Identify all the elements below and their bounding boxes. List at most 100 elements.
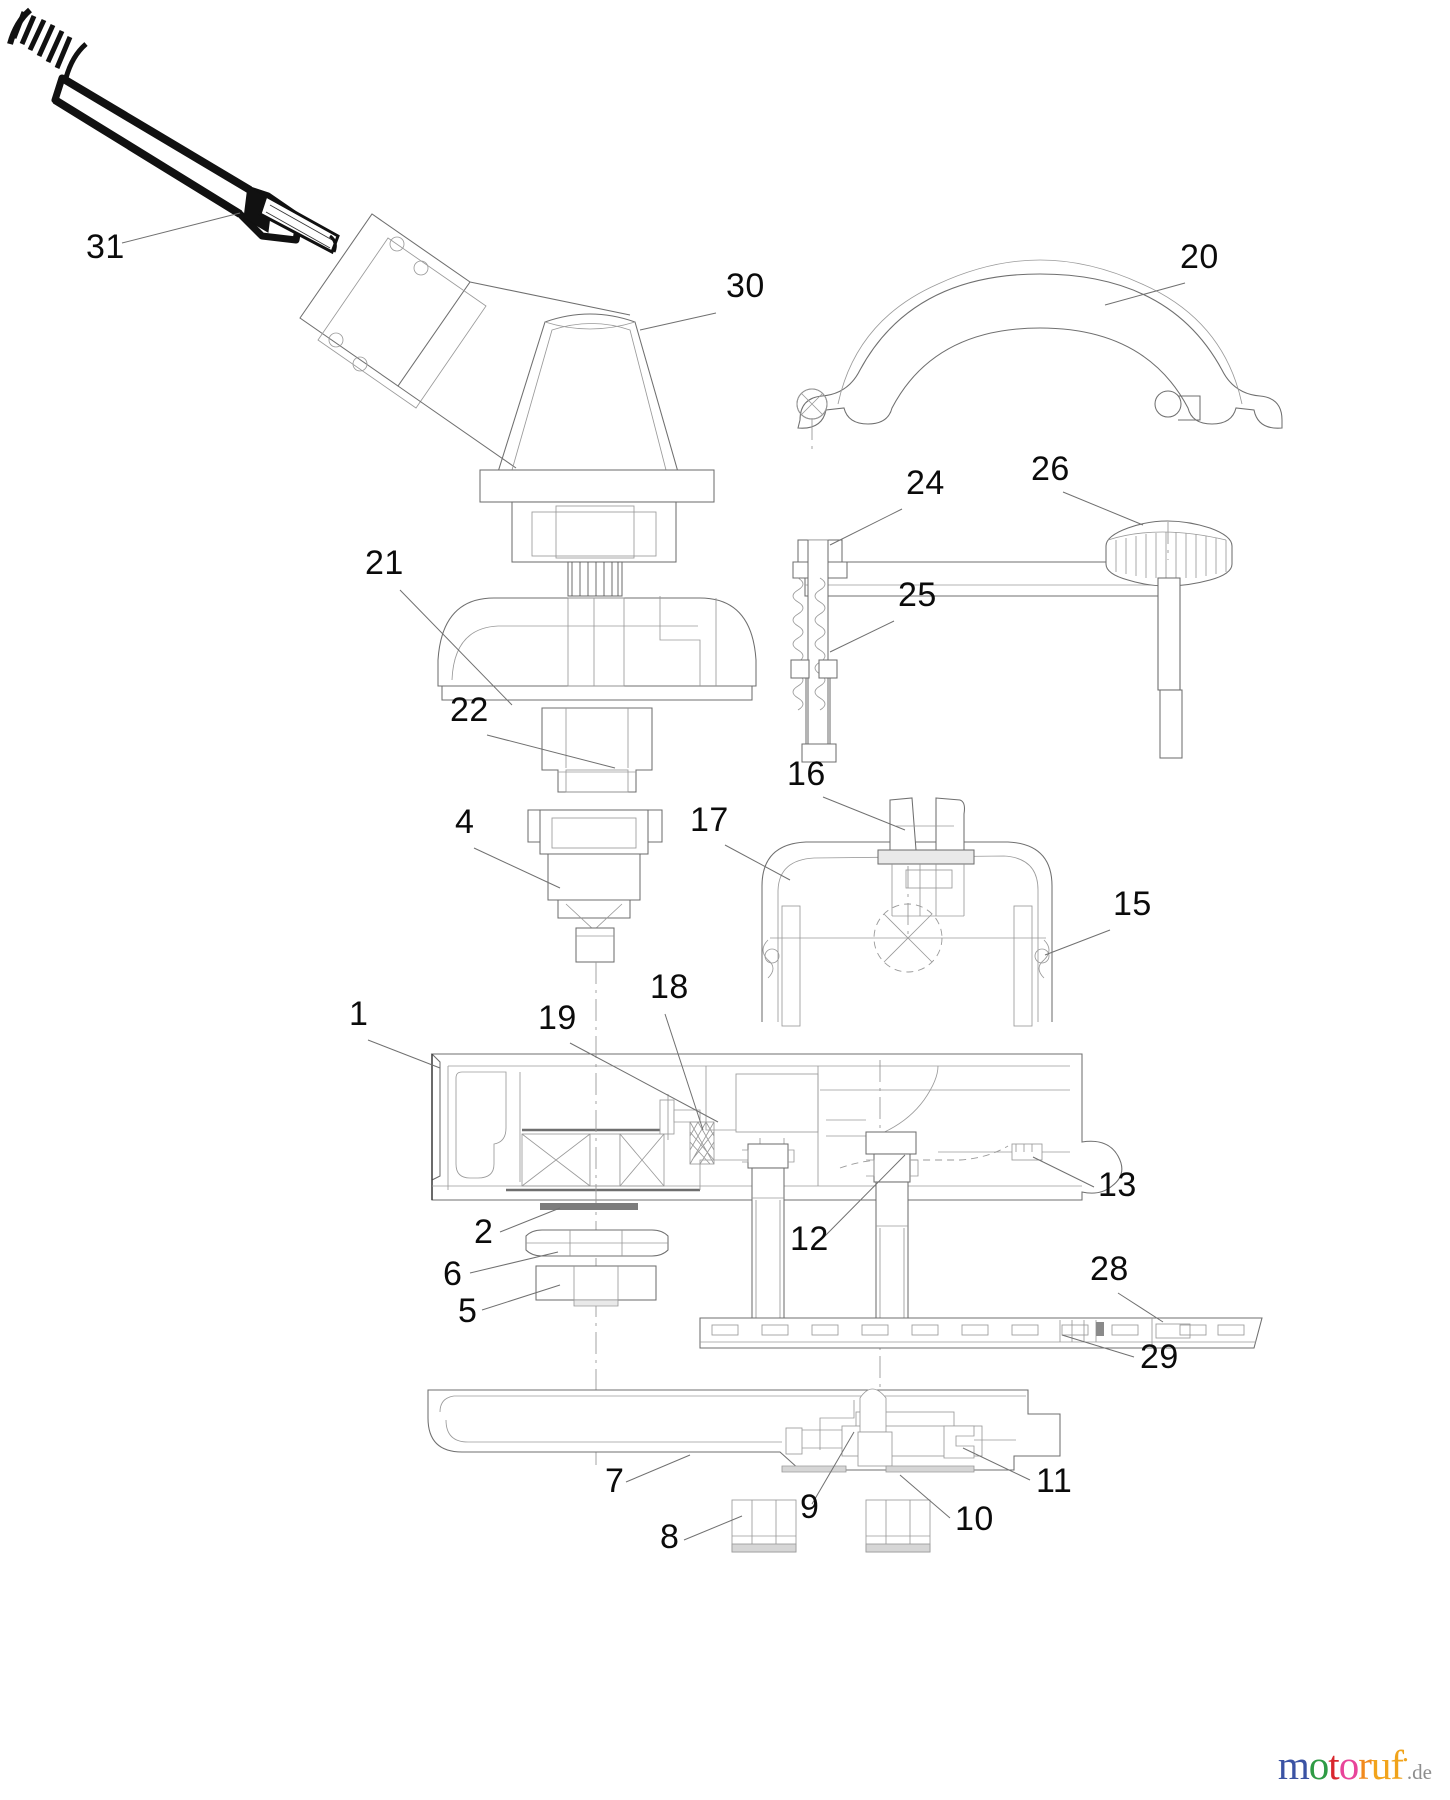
parts-28-29-rail [699, 1317, 1263, 1349]
leader-line-22 [486, 734, 616, 769]
part-24-25-26-assembly [790, 520, 1233, 763]
detail-10-flange-left [781, 1465, 847, 1473]
callout-10[interactable]: 10 [955, 1500, 994, 1538]
watermark-letter-1: o [1308, 1742, 1329, 1788]
callout-1[interactable]: 1 [349, 995, 368, 1033]
callout-2[interactable]: 2 [474, 1213, 493, 1251]
watermark-suffix: .de [1406, 1760, 1432, 1784]
parts-2-6-5-washers [525, 1203, 669, 1307]
bolt-shank-right [875, 1181, 909, 1323]
rail-slots [711, 1324, 1245, 1336]
callout-21[interactable]: 21 [365, 544, 404, 582]
watermark-letters: motoruf [1277, 1742, 1404, 1788]
callout-25[interactable]: 25 [898, 576, 937, 614]
callout-9[interactable]: 9 [800, 1488, 819, 1526]
watermark-letter-2: t [1328, 1742, 1339, 1788]
part-22-bushing [541, 707, 653, 793]
callout-24[interactable]: 24 [906, 464, 945, 502]
part-17-guard-bracket [761, 797, 1053, 1027]
bushing-outline [541, 707, 653, 793]
callout-4[interactable]: 4 [455, 803, 474, 841]
part-21-cover-plate [437, 596, 757, 701]
callout-19[interactable]: 19 [538, 999, 577, 1037]
leader-line-21 [399, 589, 513, 706]
callout-13[interactable]: 13 [1098, 1166, 1137, 1204]
detail-18-detent [689, 1121, 715, 1165]
watermark-letter-6: f [1390, 1742, 1404, 1788]
leader-line-4 [473, 847, 561, 889]
watermark-letter-4: r [1358, 1742, 1372, 1788]
detail-29-overlap [1059, 1320, 1104, 1342]
callout-20[interactable]: 20 [1180, 238, 1219, 276]
detail-19-lever [659, 1094, 701, 1140]
leader-line-15 [1044, 929, 1111, 956]
callout-16[interactable]: 16 [787, 755, 826, 793]
arc-eye-right [1154, 390, 1182, 418]
leader-line-16 [822, 796, 906, 831]
part-12-shoulder-bolts [742, 1131, 919, 1323]
part-31-handle-grip [7, 7, 340, 255]
part-2-thin-washer [540, 1203, 638, 1210]
leader-line-13 [1032, 1156, 1095, 1188]
boot-cone [497, 313, 679, 473]
leader-line-26 [1062, 491, 1144, 526]
leader-line-10 [899, 1474, 951, 1519]
leader-line-25 [829, 620, 895, 653]
part-30-shift-boot [299, 213, 715, 597]
leader-line-30 [639, 312, 717, 331]
callout-15[interactable]: 15 [1113, 885, 1152, 923]
leader-line-31 [121, 212, 241, 244]
watermark-letter-0: m [1277, 1742, 1310, 1788]
callout-29[interactable]: 29 [1140, 1338, 1179, 1376]
knob-26 [1105, 520, 1233, 587]
leader-line-28 [1117, 1292, 1164, 1323]
part-20-arc-handle [796, 259, 1283, 452]
arc-outline [797, 273, 1283, 429]
callout-22[interactable]: 22 [450, 691, 489, 729]
callout-12[interactable]: 12 [790, 1220, 829, 1258]
callout-17[interactable]: 17 [690, 801, 729, 839]
callout-5[interactable]: 5 [458, 1292, 477, 1330]
detail-28-tab [1155, 1323, 1191, 1339]
part-16-clamp [877, 797, 975, 917]
knob-body [1105, 520, 1233, 587]
leader-line-1 [367, 1039, 441, 1069]
guard-outer [761, 841, 1053, 1022]
callout-8[interactable]: 8 [660, 1518, 679, 1556]
callout-18[interactable]: 18 [650, 968, 689, 1006]
motoruf-watermark: motoruf•.de [1278, 1745, 1432, 1786]
callout-6[interactable]: 6 [443, 1255, 462, 1293]
leader-line-7 [625, 1454, 691, 1483]
part-4-spindle-nut [527, 809, 663, 963]
callout-31[interactable]: 31 [86, 228, 125, 266]
detail-13-tab [1011, 1143, 1043, 1161]
leader-line-19 [569, 1042, 719, 1123]
callout-28[interactable]: 28 [1090, 1250, 1129, 1288]
leader-lines [121, 212, 1186, 1541]
callout-30[interactable]: 30 [726, 267, 765, 305]
nut-stub [575, 927, 615, 963]
detail-9-post [857, 1431, 893, 1467]
lock-nut-left [731, 1499, 797, 1553]
lock-nut-right [865, 1499, 931, 1553]
bolt-shank-left [751, 1167, 785, 1321]
part-7-lower-pan [427, 1388, 1061, 1473]
callout-11[interactable]: 11 [1036, 1462, 1072, 1500]
leader-line-2 [499, 1207, 561, 1233]
detail-10-flange-right [885, 1465, 975, 1473]
callout-7[interactable]: 7 [605, 1462, 624, 1500]
watermark-letter-3: o [1338, 1742, 1359, 1788]
cover-outline [437, 597, 757, 687]
boot-flange [479, 469, 715, 503]
coil-spring [7, 7, 88, 79]
leader-line-8 [683, 1515, 743, 1541]
watermark-superscript: • [1403, 1753, 1408, 1769]
leader-line-5 [481, 1284, 561, 1311]
callout-26[interactable]: 26 [1031, 450, 1070, 488]
spline-stub [567, 561, 623, 597]
part-6-flat-washer [525, 1229, 669, 1257]
leader-line-29 [1061, 1334, 1135, 1358]
watermark-letter-5: u [1370, 1742, 1391, 1788]
